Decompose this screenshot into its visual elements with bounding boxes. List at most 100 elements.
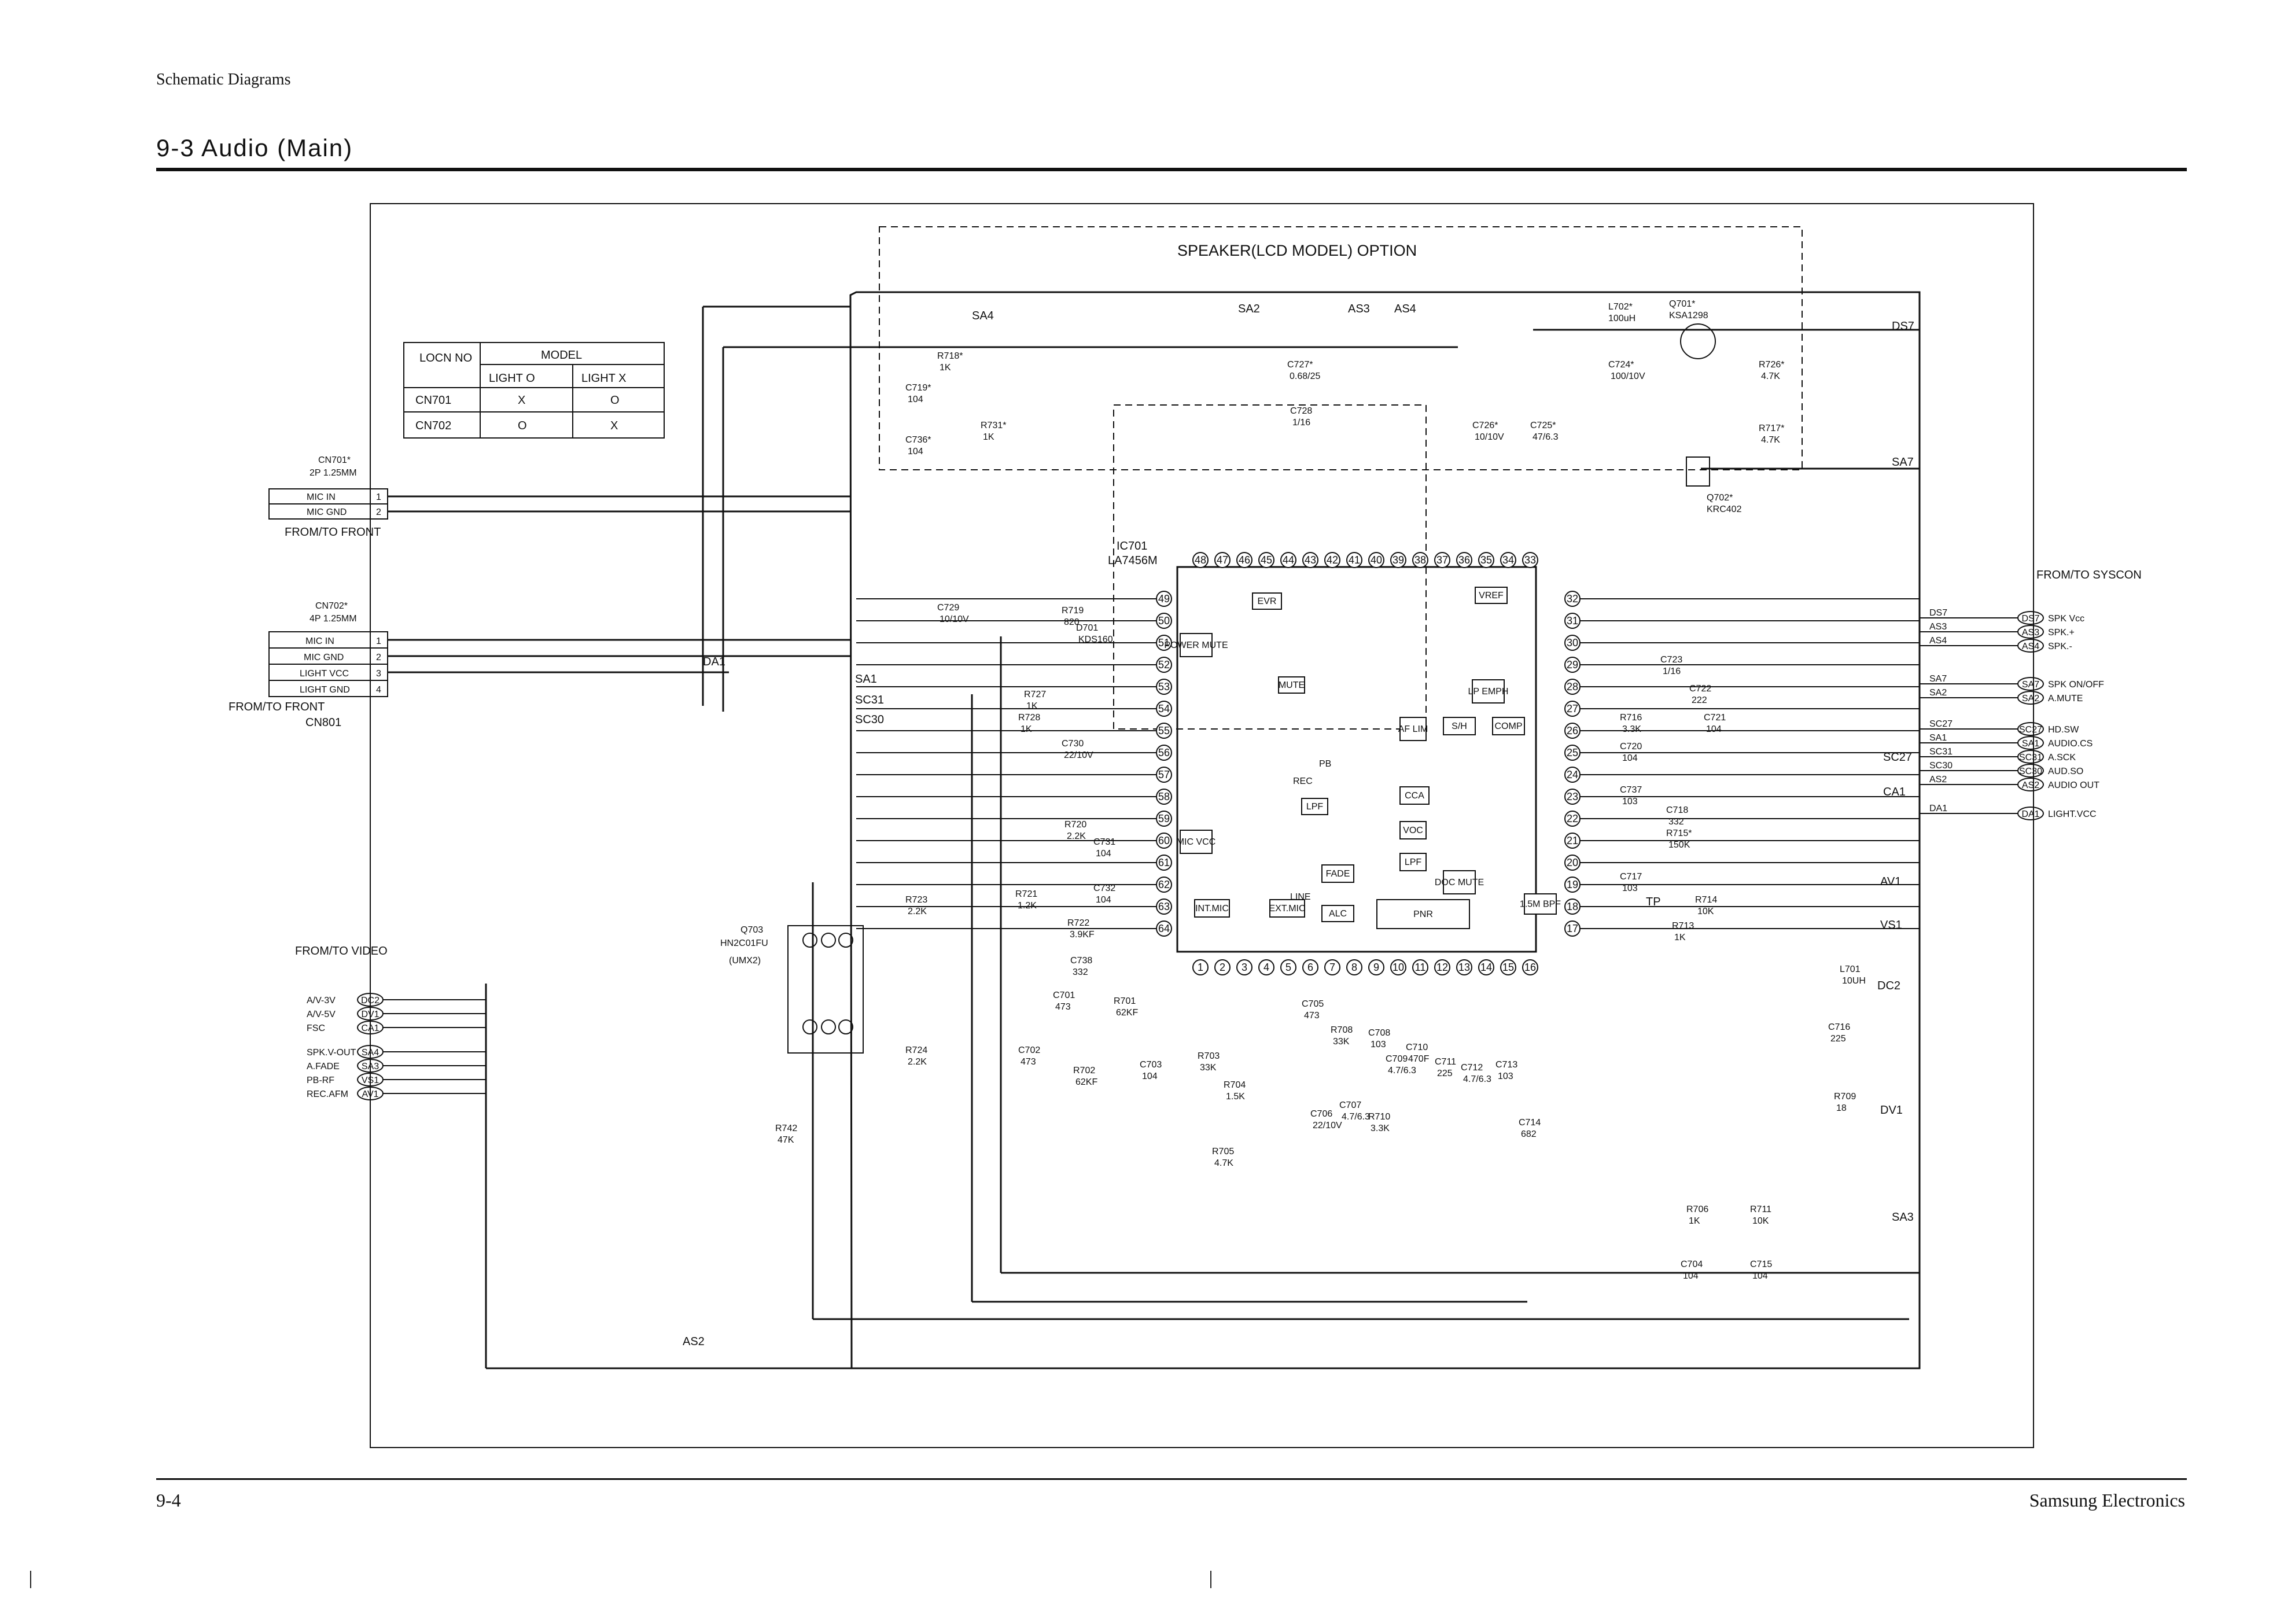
ic-pin — [1522, 959, 1538, 975]
ic-pin-number: 21 — [1567, 835, 1578, 846]
ic-pin-number: 2 — [1220, 962, 1225, 973]
component-value: 103 — [1622, 883, 1638, 893]
q701-transistor — [1680, 323, 1716, 359]
component-ref: C702 — [1018, 1045, 1040, 1055]
net-label: DC2 — [1877, 979, 1900, 992]
component-ref: R718* — [937, 351, 963, 361]
ic-pin-number: 25 — [1567, 747, 1578, 758]
ic-pin — [1236, 552, 1253, 568]
component-value: 1.2K — [1018, 901, 1037, 911]
footer-rule — [156, 1478, 2187, 1480]
ic-pin — [1280, 552, 1296, 568]
component-ref: R704 — [1224, 1080, 1246, 1090]
syscon-signal-name: SPK.+ — [2048, 628, 2075, 638]
component-ref: C717 — [1620, 872, 1642, 882]
ic-pin-number: 62 — [1158, 879, 1170, 890]
ic-pin — [1500, 552, 1516, 568]
document-header: Schematic Diagrams — [156, 71, 291, 89]
ic-block-label: LPF — [1306, 802, 1324, 812]
net-label: SC30 — [855, 713, 884, 726]
svg-text:KSA1298: KSA1298 — [1669, 311, 1708, 321]
ic-pin-number: 19 — [1567, 879, 1578, 890]
net-label: SA2 — [1238, 303, 1260, 315]
svg-text:4P 1.25MM: 4P 1.25MM — [310, 614, 357, 624]
svg-text:MIC IN: MIC IN — [305, 636, 334, 646]
component-value: 2.2K — [908, 907, 927, 916]
syscon-pin — [2017, 639, 2044, 653]
syscon-pin-label: AS3 — [2022, 628, 2039, 638]
page-number: 9-4 — [156, 1490, 181, 1511]
table-header-model: MODEL — [541, 349, 582, 362]
ic-pin-number: 9 — [1373, 962, 1379, 973]
ic-block-label: EVR — [1258, 596, 1277, 606]
ic-pin-number: 59 — [1158, 813, 1170, 824]
table-cell: O — [518, 419, 527, 432]
syscon-pin-label: DA1 — [2021, 809, 2039, 819]
svg-text:MIC GND: MIC GND — [304, 653, 344, 662]
syscon-pin — [2017, 778, 2044, 791]
svg-text:LIGHT GND: LIGHT GND — [300, 685, 350, 695]
syscon-pin-label: SC30 — [2019, 767, 2042, 776]
component-ref: C726* — [1472, 421, 1498, 430]
component-value: 47/6.3 — [1533, 432, 1559, 442]
syscon-wire-label: SA1 — [1929, 733, 1947, 743]
component-value: 3.3K — [1622, 724, 1641, 734]
svg-text:FROM/TO VIDEO: FROM/TO VIDEO — [295, 945, 388, 958]
q703-transistor-array: Q703 HN2C01FU (UMX2) — [720, 925, 864, 1054]
component-ref: R701 — [1114, 996, 1136, 1006]
ic-pin-number: 23 — [1567, 791, 1578, 802]
ic-pin-number: 57 — [1158, 769, 1170, 780]
component-value: 47K — [778, 1135, 794, 1145]
ic-pin-number: 48 — [1195, 554, 1206, 566]
component-value: 104 — [1622, 753, 1638, 763]
ic-pin-number: 34 — [1502, 554, 1514, 566]
svg-text:KRC402: KRC402 — [1707, 504, 1742, 514]
ic-function-block — [1269, 899, 1305, 918]
syscon-pin — [2017, 611, 2044, 625]
syscon-signal-name: SPK.- — [2048, 642, 2072, 651]
ic-function-block — [1376, 899, 1470, 929]
ic-pin-number: 43 — [1305, 554, 1316, 566]
svg-text:MIC GND: MIC GND — [307, 507, 347, 517]
syscon-pin — [2017, 625, 2044, 639]
ic-block-label: FADE — [1326, 869, 1350, 879]
ic-pin-number: 49 — [1158, 593, 1170, 605]
component-value: 3.9KF — [1070, 930, 1095, 940]
ic-pin — [1302, 552, 1318, 568]
ic-function-block — [1399, 717, 1427, 741]
component-value: 1K — [940, 363, 951, 373]
ic-pin — [1214, 552, 1231, 568]
component-value: 820 — [1064, 617, 1080, 627]
syscon-signal-name: AUDIO.CS — [2048, 739, 2093, 749]
component-ref: C704 — [1681, 1260, 1703, 1269]
header-rule — [156, 168, 2187, 171]
ic-pin-number: 12 — [1436, 962, 1448, 973]
component-ref: C707 — [1339, 1100, 1361, 1110]
component-value: 1/16 — [1663, 666, 1681, 676]
syscon-wire-label: AS4 — [1929, 636, 1947, 646]
ic-block-label: MUTE — [1279, 680, 1305, 690]
ic-function-block — [1443, 870, 1476, 894]
component-ref: R742 — [775, 1124, 797, 1133]
syscon-signal-name: AUDIO OUT — [2048, 780, 2099, 790]
component-value: 225 — [1437, 1069, 1453, 1078]
component-ref: R715* — [1666, 828, 1692, 838]
component-ref: R711 — [1750, 1205, 1771, 1214]
video-signal-name: REC.AFM — [307, 1089, 348, 1099]
component-ref: C718 — [1666, 805, 1688, 815]
ic-pin — [1192, 552, 1209, 568]
component-value: 150K — [1668, 840, 1690, 850]
syscon-pin-label: SA7 — [2022, 680, 2039, 690]
syscon-signal-name: HD.SW — [2048, 725, 2079, 735]
component-value: 62KF — [1116, 1008, 1138, 1018]
syscon-wire-label: SA2 — [1929, 688, 1947, 698]
component-ref: C721 — [1704, 713, 1726, 723]
ic-pin — [1390, 959, 1406, 975]
component-ref: C701 — [1053, 990, 1075, 1000]
ic-function-block — [1399, 853, 1427, 871]
table-cell: CN701 — [415, 394, 451, 407]
component-value: 473 — [1304, 1011, 1320, 1021]
video-signal-name: FSC — [307, 1023, 325, 1033]
ic-block-label: ALC — [1329, 909, 1347, 919]
